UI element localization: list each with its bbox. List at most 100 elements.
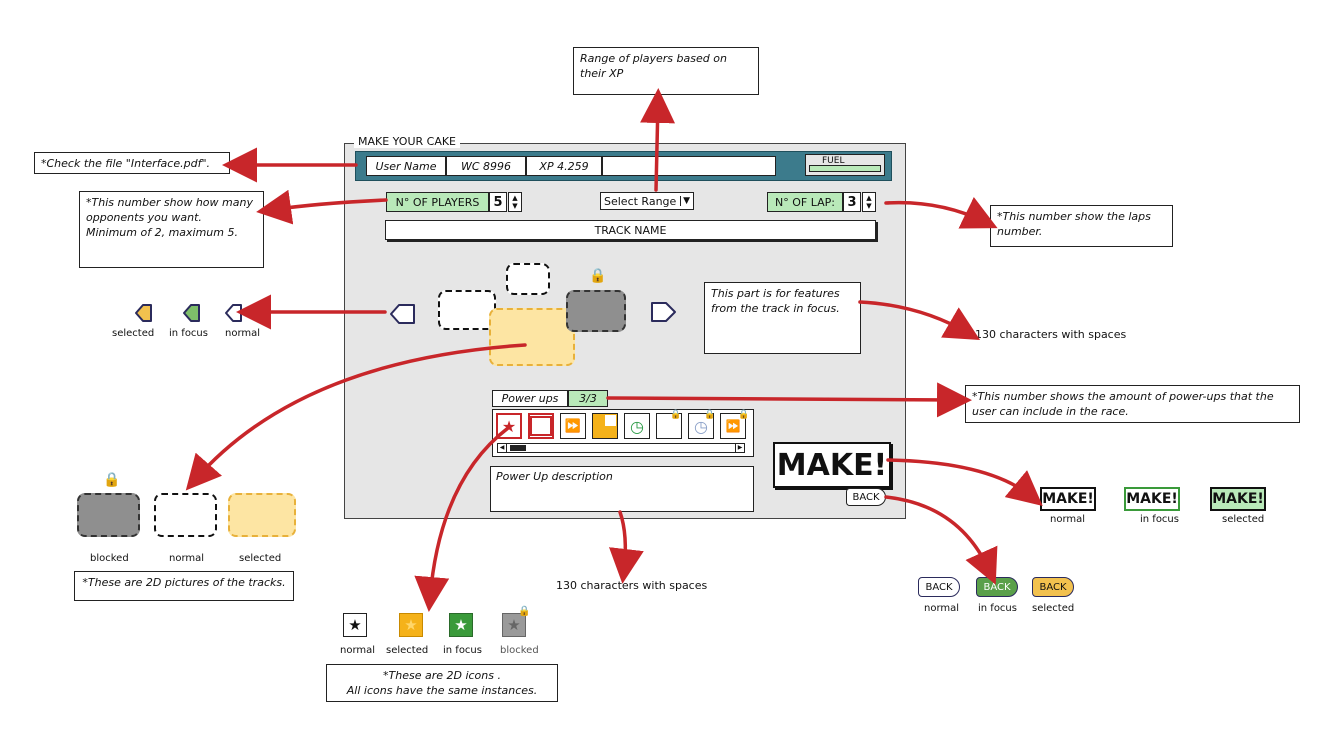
star-icon: ★ [343, 613, 367, 637]
power-up-description-box: Power Up description [490, 466, 754, 512]
xp-field: XP 4.259 [526, 156, 602, 176]
make-selected-label: selected [1222, 514, 1265, 525]
checker-square [605, 415, 616, 426]
power-ups-scrollbar[interactable]: ◀ ▶ [497, 443, 745, 453]
power-ups-label: Power ups [492, 390, 568, 407]
arrow-selected-icon [135, 304, 152, 322]
scrollbar-thumb[interactable] [510, 445, 526, 451]
arrow-selected-label: selected [112, 328, 155, 339]
back-in-focus-label: in focus [978, 603, 1017, 614]
track-features-box: This part is for features from the track… [704, 282, 861, 354]
star-icon[interactable]: ★ [496, 413, 522, 439]
lock-icon: 🔒 [738, 410, 750, 420]
icons-note: *These are 2D icons . All icons have the… [326, 664, 558, 702]
user-name-field: User Name [366, 156, 446, 176]
fuel-label: FUEL [822, 156, 845, 166]
laps-stepper-arrows[interactable]: ▲ ▼ [862, 192, 876, 212]
laps-note: *This number show the laps number. [990, 205, 1173, 247]
track-thumbnail-blocked [566, 290, 626, 332]
select-range-value: Select Range [604, 194, 677, 208]
track-name-field: TRACK NAME [385, 220, 876, 240]
chevron-down-icon[interactable]: ▼ [512, 202, 518, 210]
lock-icon: 🔒 [518, 606, 531, 617]
chevron-right-icon[interactable]: ▶ [735, 444, 744, 452]
chevron-down-icon[interactable]: ▼ [866, 202, 872, 210]
back-normal-sample: BACK [918, 577, 960, 597]
players-stepper-value[interactable]: 5 [489, 192, 507, 212]
empty-slot-icon [656, 413, 682, 439]
laps-stepper-value[interactable]: 3 [843, 192, 861, 212]
back-in-focus-sample: BACK [976, 577, 1018, 597]
arrow-in-focus-icon [183, 304, 200, 322]
players-stepper-arrows[interactable]: ▲ ▼ [508, 192, 522, 212]
select-range-dropdown[interactable]: Select Range ▼ [600, 192, 694, 210]
previous-track-arrow-icon[interactable] [388, 302, 418, 326]
track-blocked-sample [77, 493, 140, 537]
make-selected-sample: MAKE! [1210, 487, 1266, 511]
make-normal-sample: MAKE! [1040, 487, 1096, 511]
square-icon-shape [530, 416, 552, 436]
lock-icon: 🔒 [103, 472, 121, 488]
interface-note: *Check the file "Interface.pdf". [34, 152, 230, 174]
fast-forward-icon[interactable]: ⏩ [560, 413, 586, 439]
icon-normal-label: normal [340, 645, 376, 656]
track-thumbnail-normal-small[interactable] [506, 263, 550, 295]
back-selected-sample: BACK [1032, 577, 1074, 597]
arrow-to-description-chars [608, 510, 644, 584]
wc-field: WC 8996 [446, 156, 526, 176]
icons-note-line2: All icons have the same instances. [346, 683, 538, 697]
track-thumbnail-normal[interactable] [438, 290, 496, 330]
tracks-note: *These are 2D pictures of the tracks. [74, 571, 294, 601]
panel-title: MAKE YOUR CAKE [354, 135, 461, 148]
laps-label: N° OF LAP: [767, 192, 843, 212]
range-note: Range of players based on their XP [573, 47, 759, 95]
chevron-up-icon[interactable]: ▲ [512, 194, 518, 202]
track-normal-sample [154, 493, 217, 537]
back-button[interactable]: BACK [846, 488, 886, 506]
make-normal-label: normal [1050, 514, 1086, 525]
icons-note-line1: *These are 2D icons . [383, 669, 501, 682]
opponents-note-line2: Minimum of 2, maximum 5. [86, 225, 238, 239]
lock-icon: 🔒 [670, 410, 682, 420]
clock-icon[interactable]: ◷ [624, 413, 650, 439]
arrow-to-make-legend [886, 458, 1043, 506]
arrow-normal-label: normal [225, 328, 261, 339]
star-icon: ★ [399, 613, 423, 637]
track-thumbnail-selected[interactable] [489, 308, 575, 366]
back-normal-label: normal [924, 603, 960, 614]
chevron-left-icon[interactable]: ◀ [498, 444, 507, 452]
back-selected-label: selected [1032, 603, 1075, 614]
star-icon: ★ [449, 613, 473, 637]
icon-selected-label: selected [386, 645, 429, 656]
make-in-focus-label: in focus [1140, 514, 1179, 525]
arrow-normal-icon [225, 304, 242, 322]
next-track-arrow-icon[interactable] [648, 300, 678, 324]
power-ups-note: *This number shows the amount of power-u… [965, 385, 1300, 423]
clock-icon: ◷ [688, 413, 714, 439]
fuel-gauge: FUEL [805, 154, 885, 176]
fast-forward-icon: ⏩ [720, 413, 746, 439]
checker-flag-icon[interactable] [592, 413, 618, 439]
make-in-focus-sample: MAKE! [1124, 487, 1180, 511]
icon-blocked-label: blocked [500, 645, 539, 656]
fuel-level [809, 165, 881, 172]
opponents-note-line1: *This number show how many opponents you… [86, 196, 253, 224]
make-button[interactable]: MAKE! [773, 442, 891, 488]
power-ups-count: 3/3 [568, 390, 608, 407]
xp-progress-bar [602, 156, 776, 176]
description-chars-label: 130 characters with spaces [556, 579, 708, 592]
icon-in-focus-label: in focus [443, 645, 482, 656]
lock-icon: 🔒 [589, 268, 607, 284]
features-chars-label: 130 characters with spaces [975, 328, 1127, 341]
star-icon: ★ [502, 613, 526, 637]
lock-icon: 🔒 [704, 410, 716, 420]
square-icon[interactable] [528, 413, 554, 439]
track-selected-label: selected [239, 553, 282, 564]
arrow-in-focus-label: in focus [169, 328, 208, 339]
chevron-up-icon[interactable]: ▲ [866, 194, 872, 202]
track-selected-sample [228, 493, 296, 537]
track-blocked-label: blocked [90, 553, 129, 564]
chevron-down-icon[interactable]: ▼ [680, 196, 690, 206]
players-label: N° OF PLAYERS [386, 192, 489, 212]
track-normal-label: normal [169, 553, 205, 564]
